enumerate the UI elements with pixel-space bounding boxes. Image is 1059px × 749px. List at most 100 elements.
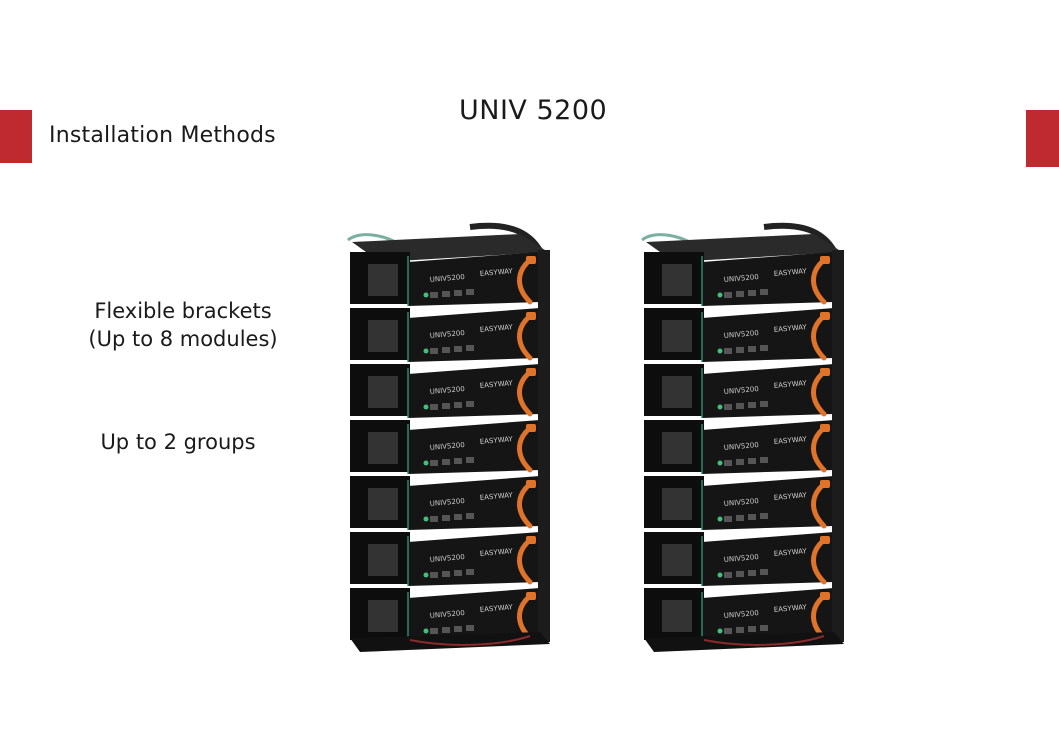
port-icon xyxy=(466,625,474,631)
port-icon xyxy=(454,402,462,408)
port-icon xyxy=(724,460,732,466)
status-led-icon xyxy=(423,460,429,466)
module-brand-label: EASYWAY xyxy=(773,267,807,278)
port-icon xyxy=(430,404,438,410)
port-icon xyxy=(442,291,450,297)
port-icon xyxy=(466,513,474,519)
port-icon xyxy=(442,459,450,465)
module-model-label: UNIV5200 xyxy=(723,497,759,508)
rack-base xyxy=(644,632,844,652)
port-icon xyxy=(454,626,462,632)
rack-post xyxy=(538,250,550,306)
rack-post xyxy=(832,250,844,306)
port-icon xyxy=(748,570,756,576)
module-brand-label: EASYWAY xyxy=(479,323,513,334)
module-front xyxy=(408,476,540,530)
module-front xyxy=(702,420,834,474)
module-display xyxy=(662,320,692,352)
port-icon xyxy=(736,291,744,297)
rack-post xyxy=(538,306,550,362)
connector-plug-icon xyxy=(526,312,536,320)
port-icon xyxy=(748,402,756,408)
port-icon xyxy=(724,628,732,634)
status-led-icon xyxy=(423,516,429,522)
module-display xyxy=(368,264,398,296)
port-icon xyxy=(748,290,756,296)
module-model-label: UNIV5200 xyxy=(723,553,759,564)
module-brand-label: EASYWAY xyxy=(773,379,807,390)
port-icon xyxy=(736,627,744,633)
port-icon xyxy=(430,460,438,466)
status-led-icon xyxy=(717,516,723,522)
module-display xyxy=(662,376,692,408)
port-icon xyxy=(760,289,768,295)
module-brand-label: EASYWAY xyxy=(773,547,807,558)
port-icon xyxy=(442,571,450,577)
module-display xyxy=(368,600,398,632)
port-icon xyxy=(466,401,474,407)
port-icon xyxy=(760,625,768,631)
feature-flexible-brackets: Flexible brackets (Up to 8 modules) xyxy=(60,297,306,353)
feature-line: Flexible brackets xyxy=(94,299,272,323)
rack-post xyxy=(832,306,844,362)
battery-module: UNIV5200 EASYWAY xyxy=(350,418,550,474)
port-icon xyxy=(760,401,768,407)
module-front xyxy=(408,364,540,418)
port-icon xyxy=(466,345,474,351)
module-model-label: UNIV5200 xyxy=(723,385,759,396)
port-icon xyxy=(748,346,756,352)
status-led-icon xyxy=(717,292,723,298)
module-model-label: UNIV5200 xyxy=(429,609,465,620)
module-front xyxy=(702,308,834,362)
rack-post xyxy=(538,530,550,586)
rack-post xyxy=(538,362,550,418)
feature-groups: Up to 2 groups xyxy=(60,428,296,456)
port-icon xyxy=(442,627,450,633)
port-icon xyxy=(760,569,768,575)
module-display xyxy=(368,320,398,352)
battery-module: UNIV5200 EASYWAY xyxy=(644,362,844,418)
module-model-label: UNIV5200 xyxy=(429,385,465,396)
module-display xyxy=(662,544,692,576)
module-display xyxy=(368,488,398,520)
port-icon xyxy=(748,458,756,464)
connector-plug-icon xyxy=(820,424,830,432)
status-led-icon xyxy=(717,404,723,410)
port-icon xyxy=(466,569,474,575)
module-brand-label: EASYWAY xyxy=(479,435,513,446)
status-led-icon xyxy=(423,628,429,634)
module-display xyxy=(368,376,398,408)
port-icon xyxy=(760,345,768,351)
rack-post xyxy=(538,586,550,642)
status-led-icon xyxy=(423,292,429,298)
port-icon xyxy=(454,514,462,520)
module-model-label: UNIV5200 xyxy=(723,329,759,340)
port-icon xyxy=(466,457,474,463)
rack-post xyxy=(832,418,844,474)
status-led-icon xyxy=(717,460,723,466)
base-cable-icon xyxy=(703,635,825,646)
port-icon xyxy=(736,459,744,465)
status-led-icon xyxy=(423,348,429,354)
connector-plug-icon xyxy=(820,368,830,376)
battery-module: UNIV5200 EASYWAY xyxy=(644,530,844,586)
port-icon xyxy=(736,403,744,409)
module-front xyxy=(408,588,540,642)
port-icon xyxy=(748,626,756,632)
module-brand-label: EASYWAY xyxy=(773,435,807,446)
connector-plug-icon xyxy=(526,592,536,600)
connector-plug-icon xyxy=(820,536,830,544)
rack-post xyxy=(832,530,844,586)
port-icon xyxy=(724,516,732,522)
module-model-label: UNIV5200 xyxy=(429,441,465,452)
port-icon xyxy=(454,290,462,296)
connector-plug-icon xyxy=(526,368,536,376)
rack-post xyxy=(538,474,550,530)
module-front xyxy=(408,532,540,586)
